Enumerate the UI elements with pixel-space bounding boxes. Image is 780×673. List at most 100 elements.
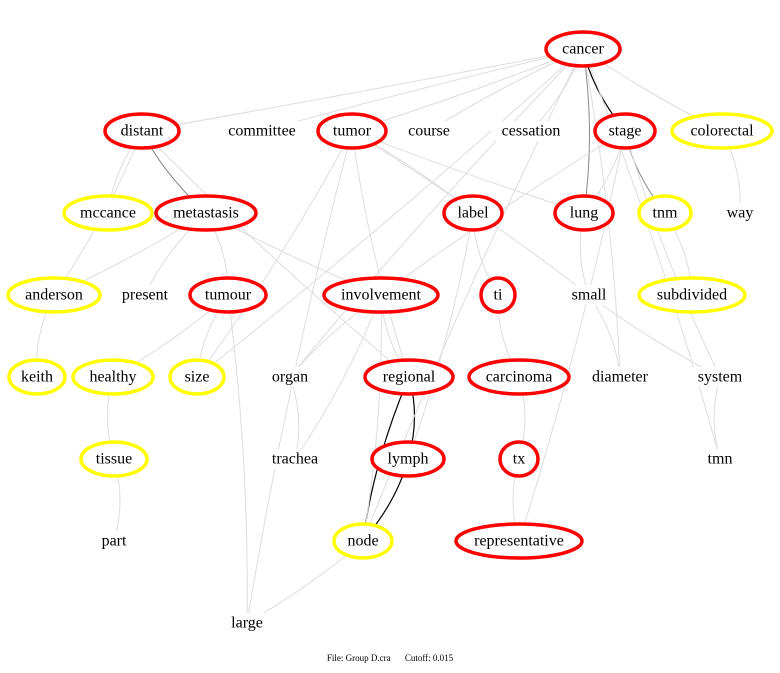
node-ring-primary [593, 112, 657, 150]
node-ring-secondary [637, 194, 693, 232]
node-label: diameter [592, 369, 649, 386]
node-present[interactable]: present [113, 285, 177, 305]
node-size[interactable]: size [168, 358, 226, 396]
edge-tumor-size [196, 130, 353, 378]
edge-system-tmn [713, 376, 721, 460]
node-ring-primary [363, 358, 455, 396]
node-small[interactable]: small [565, 285, 613, 305]
node-ring-primary [442, 194, 504, 232]
node-course[interactable]: course [401, 121, 457, 141]
node-ring-primary [467, 358, 571, 396]
node-label: label [457, 205, 489, 222]
node-label: distant [121, 123, 164, 140]
node-colorectal[interactable]: colorectal [670, 112, 774, 150]
node-label: keith [21, 369, 53, 386]
node-ring-primary [154, 194, 258, 232]
edge-cancer-organ [289, 48, 584, 378]
node-tmn[interactable]: tmn [704, 449, 736, 469]
node-mccance[interactable]: mccance [62, 194, 154, 232]
node-label[interactable]: label [442, 194, 504, 232]
node-committee[interactable]: committee [222, 121, 302, 141]
node-label: representative [474, 533, 564, 550]
node-stage[interactable]: stage [593, 112, 657, 150]
node-label: tnm [653, 205, 678, 222]
node-label: involvement [341, 287, 422, 304]
node-subdivided[interactable]: subdivided [637, 276, 747, 314]
node-label: ti [494, 287, 503, 304]
node-tumour[interactable]: tumour [188, 276, 268, 314]
node-carcinoma[interactable]: carcinoma [467, 358, 571, 396]
node-label: anderson [25, 287, 83, 304]
edge-stage-representative [518, 130, 626, 542]
node-part[interactable]: part [94, 531, 134, 551]
node-label-background [263, 449, 327, 469]
node-label: stage [609, 123, 642, 140]
node-label-background [565, 285, 613, 305]
node-label: lung [570, 205, 598, 222]
node-ring-primary [479, 276, 517, 314]
node-label: large [231, 615, 263, 632]
node-anderson[interactable]: anderson [6, 276, 102, 314]
node-label: small [572, 287, 607, 304]
node-ring-primary [316, 112, 388, 150]
node-label-background [584, 367, 656, 387]
node-ring-secondary [62, 194, 154, 232]
edge-cancer-tmn [582, 48, 721, 460]
node-ring-primary [498, 440, 540, 478]
node-label-background [113, 285, 177, 305]
node-lung[interactable]: lung [553, 194, 615, 232]
node-cancer[interactable]: cancer [544, 30, 622, 68]
node-label: tx [513, 451, 525, 468]
node-healthy[interactable]: healthy [71, 358, 155, 396]
edge-distant-regional [141, 130, 410, 378]
node-label-background [692, 367, 748, 387]
node-large[interactable]: large [223, 613, 271, 633]
node-label: way [727, 205, 754, 222]
node-label: tumour [205, 287, 252, 304]
node-label: organ [272, 369, 308, 386]
node-tx[interactable]: tx [498, 440, 540, 478]
node-distant[interactable]: distant [103, 112, 181, 150]
node-metastasis[interactable]: metastasis [154, 194, 258, 232]
node-tumor[interactable]: tumor [316, 112, 388, 150]
node-ring-secondary [670, 112, 774, 150]
edge-cancer-committee [261, 48, 584, 132]
node-ring-secondary [168, 358, 226, 396]
node-ring-primary [370, 440, 446, 478]
node-tnm[interactable]: tnm [637, 194, 693, 232]
node-label: regional [383, 369, 436, 386]
footer-file: File: Group D.cra [326, 653, 391, 663]
node-system[interactable]: system [692, 367, 748, 387]
node-label: tissue [96, 451, 132, 468]
node-involvement[interactable]: involvement [322, 276, 440, 314]
node-keith[interactable]: keith [7, 358, 67, 396]
node-label-background [223, 613, 271, 633]
node-diameter[interactable]: diameter [584, 367, 656, 387]
node-regional[interactable]: regional [363, 358, 455, 396]
node-ring-primary [544, 30, 622, 68]
node-label: healthy [89, 369, 136, 386]
edge-involvement-trachea [294, 294, 382, 460]
node-organ[interactable]: organ [266, 367, 314, 387]
edge-tumor-regional [351, 130, 410, 378]
node-way[interactable]: way [724, 203, 756, 223]
node-tissue[interactable]: tissue [79, 440, 149, 478]
node-cessation[interactable]: cessation [491, 121, 571, 141]
node-ring-secondary [332, 522, 394, 560]
node-label: course [408, 123, 450, 140]
node-label: cessation [502, 123, 561, 140]
node-ring-primary [454, 522, 584, 560]
node-label: node [347, 533, 378, 550]
node-lymph[interactable]: lymph [370, 440, 446, 478]
node-ti[interactable]: ti [479, 276, 517, 314]
node-representative[interactable]: representative [454, 522, 584, 560]
node-label-background [724, 203, 756, 223]
node-label-background [401, 121, 457, 141]
edge-label-lymph [407, 212, 474, 460]
node-ring-primary [188, 276, 268, 314]
node-label: metastasis [173, 205, 239, 222]
node-node[interactable]: node [332, 522, 394, 560]
node-label-background [94, 531, 134, 551]
node-trachea[interactable]: trachea [263, 449, 327, 469]
